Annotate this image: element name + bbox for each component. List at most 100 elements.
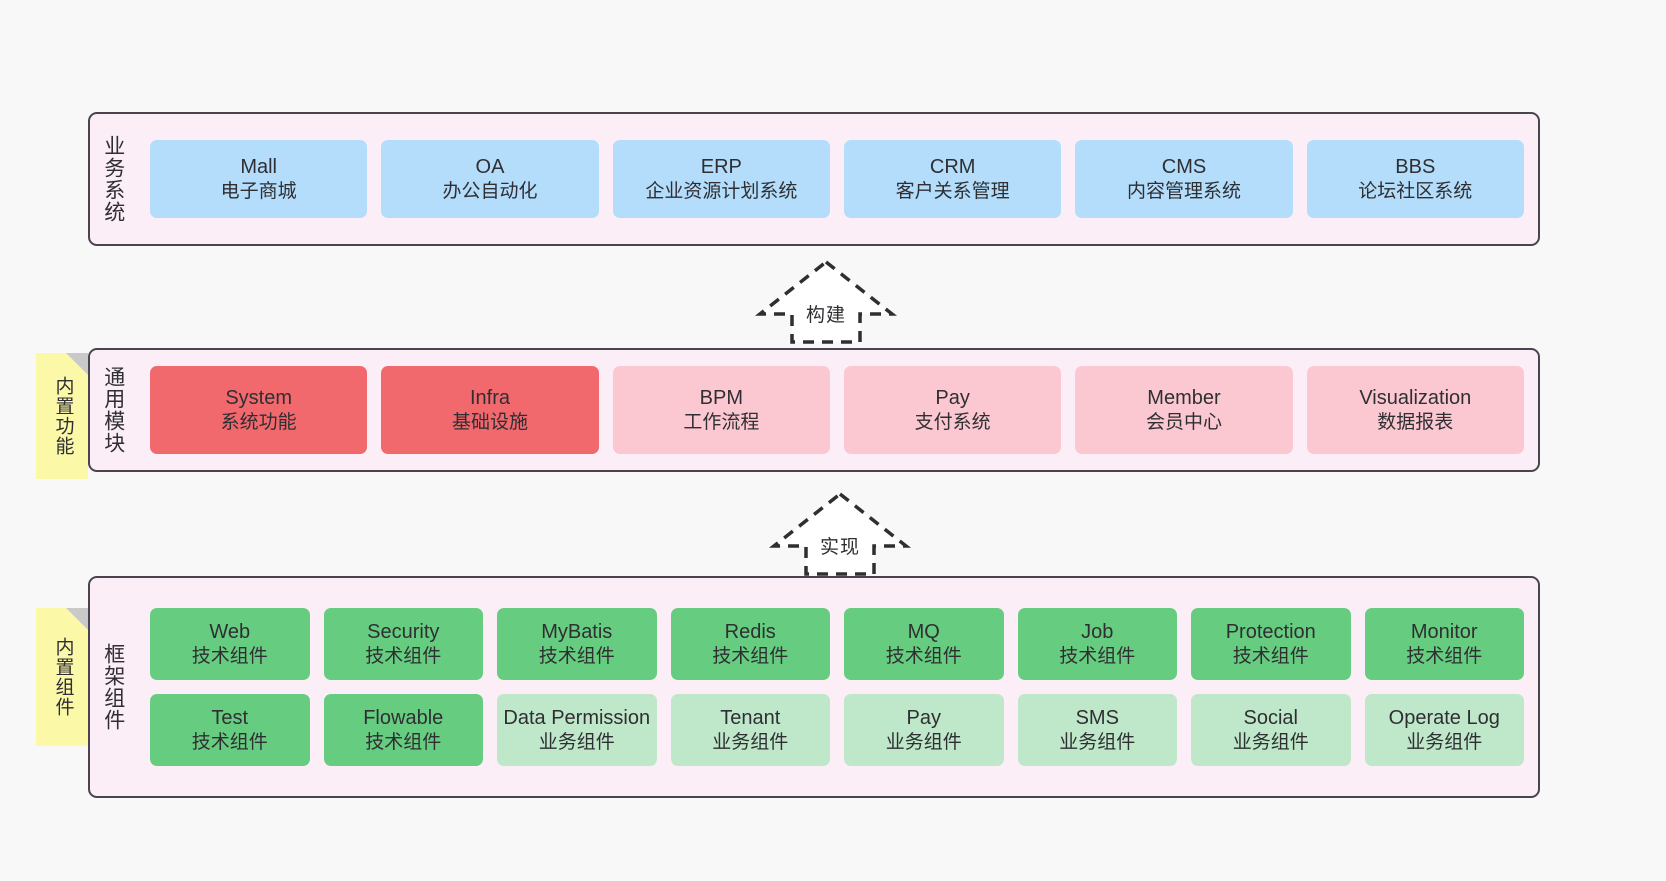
- node-title-en: Mall: [240, 156, 277, 179]
- node-title-cn: 论坛社区系统: [1358, 180, 1473, 202]
- node-title-en: CMS: [1161, 156, 1207, 179]
- sticky-fold-corner-icon: [66, 353, 88, 375]
- sticky-note-builtin-components-label: 内置组件: [52, 637, 74, 717]
- node-title-cn: 会员中心: [1145, 411, 1222, 433]
- node-title-cn: 支付系统: [914, 411, 991, 433]
- node-title-en: Security: [367, 621, 440, 644]
- layer-common-modules-title: 通用模块: [101, 366, 125, 454]
- node-title-en: ERP: [700, 156, 742, 179]
- node-title-en: Redis: [724, 621, 776, 644]
- node-title-cn: 办公自动化: [442, 180, 538, 202]
- node-title-en: Member: [1147, 387, 1221, 410]
- node-title-cn: 技术组件: [712, 645, 789, 667]
- sticky-note-builtin-functions: 内置功能: [36, 353, 88, 479]
- arrow-implement: 实现: [768, 490, 912, 576]
- node-title-cn: 企业资源计划系统: [645, 180, 798, 202]
- node-title-en: BPM: [699, 387, 743, 410]
- node-title-cn: 技术组件: [1232, 645, 1309, 667]
- node-title-cn: 数据报表: [1377, 411, 1454, 433]
- node-title-cn: 内容管理系统: [1126, 180, 1241, 202]
- node-title-cn: 技术组件: [1406, 645, 1483, 667]
- node-title-en: Visualization: [1359, 387, 1472, 410]
- node-title-cn: 技术组件: [365, 731, 442, 753]
- node-title-cn: 电子商城: [220, 180, 297, 202]
- node-title-cn: 工作流程: [683, 411, 760, 433]
- node-title-cn: 基础设施: [451, 411, 528, 433]
- arrow-build-shape: [754, 259, 898, 344]
- node-title-en: CRM: [929, 156, 976, 179]
- node-title-en: OA: [475, 156, 505, 179]
- arrow-implement-shape: [768, 491, 912, 576]
- node-title-en: Web: [209, 621, 251, 644]
- node-title-en: Monitor: [1410, 621, 1478, 644]
- arrow-build-label: 构建: [805, 305, 846, 326]
- node-title-en: Flowable: [363, 707, 444, 730]
- node-title-en: Protection: [1225, 621, 1316, 644]
- node-title-en: Social: [1243, 707, 1298, 730]
- node-title-cn: 业务组件: [1059, 731, 1136, 753]
- node-title-en: Operate Log: [1388, 707, 1500, 730]
- node-title-en: Tenant: [720, 707, 781, 730]
- node-title-cn: 技术组件: [191, 645, 268, 667]
- node-title-en: MyBatis: [541, 621, 613, 644]
- node-title-cn: 客户关系管理: [895, 180, 1010, 202]
- node-title-en: System: [225, 387, 292, 410]
- node-title-cn: 技术组件: [1059, 645, 1136, 667]
- node-title-en: SMS: [1075, 707, 1119, 730]
- node-title-en: Pay: [906, 707, 941, 730]
- node-title-cn: 系统功能: [220, 411, 297, 433]
- node-title-cn: 业务组件: [712, 731, 789, 753]
- node-title-en: BBS: [1395, 156, 1436, 179]
- node-title-en: Data Permission: [503, 707, 651, 730]
- node-title-en: Infra: [469, 387, 510, 410]
- node-title-en: MQ: [907, 621, 940, 644]
- node-title-cn: 业务组件: [885, 731, 962, 753]
- node-title-cn: 业务组件: [1406, 731, 1483, 753]
- arrow-implement-label: 实现: [819, 537, 860, 558]
- sticky-note-builtin-components: 内置组件: [36, 608, 88, 746]
- node-title-en: Test: [211, 707, 249, 730]
- node-title-cn: 技术组件: [885, 645, 962, 667]
- node-title-en: Job: [1081, 621, 1114, 644]
- sticky-note-builtin-functions-label: 内置功能: [52, 376, 74, 456]
- node-title-en: Pay: [935, 387, 970, 410]
- layer-framework-components-title: 框架组件: [101, 643, 125, 731]
